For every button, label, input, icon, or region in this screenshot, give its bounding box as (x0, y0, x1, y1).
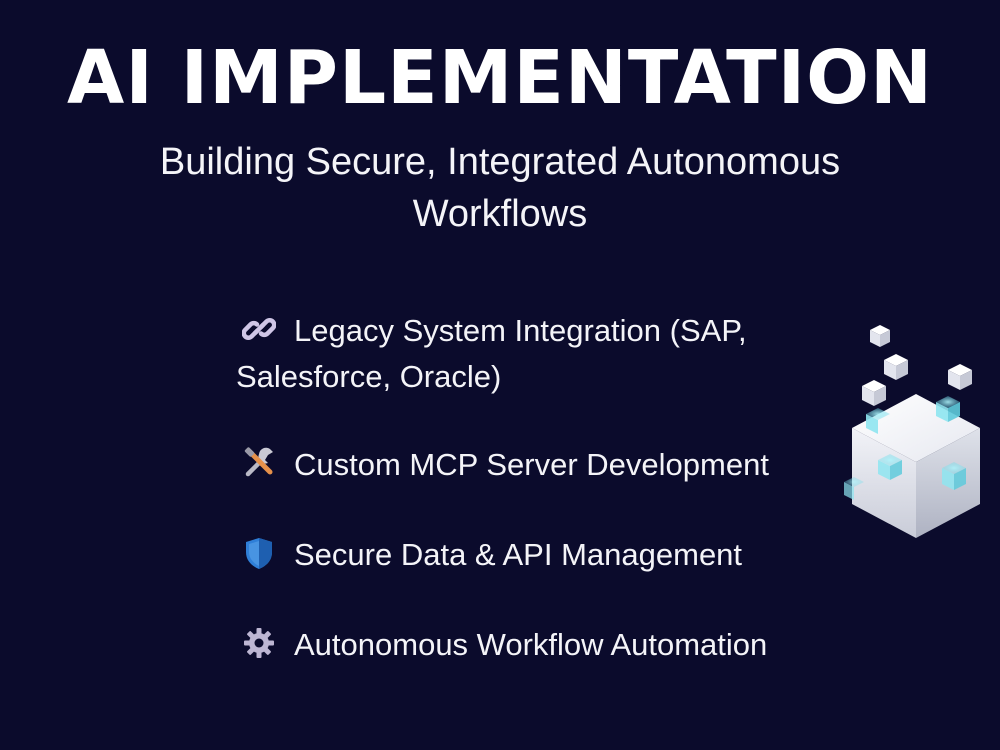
feature-label: Autonomous Workflow Automation (294, 627, 768, 662)
feature-item-mcp-server: Custom MCP Server Development (236, 442, 806, 488)
link-icon (242, 312, 280, 346)
gear-icon (242, 626, 280, 660)
tools-icon (242, 446, 280, 480)
feature-label: Custom MCP Server Development (294, 447, 769, 482)
cube-illustration (838, 318, 1000, 548)
feature-item-legacy-integration: Legacy System Integration (SAP, Salesfor… (236, 308, 806, 400)
feature-label: Secure Data & API Management (294, 537, 743, 572)
slide-subtitle: Building Secure, Integrated Autonomous W… (159, 141, 841, 235)
shield-icon (242, 536, 280, 570)
feature-item-workflow-automation: Autonomous Workflow Automation (236, 622, 806, 668)
slide-title: AI IMPLEMENTATION (67, 35, 933, 121)
feature-item-secure-data: Secure Data & API Management (236, 532, 806, 578)
feature-label: Legacy System Integration (SAP, Salesfor… (236, 313, 747, 394)
